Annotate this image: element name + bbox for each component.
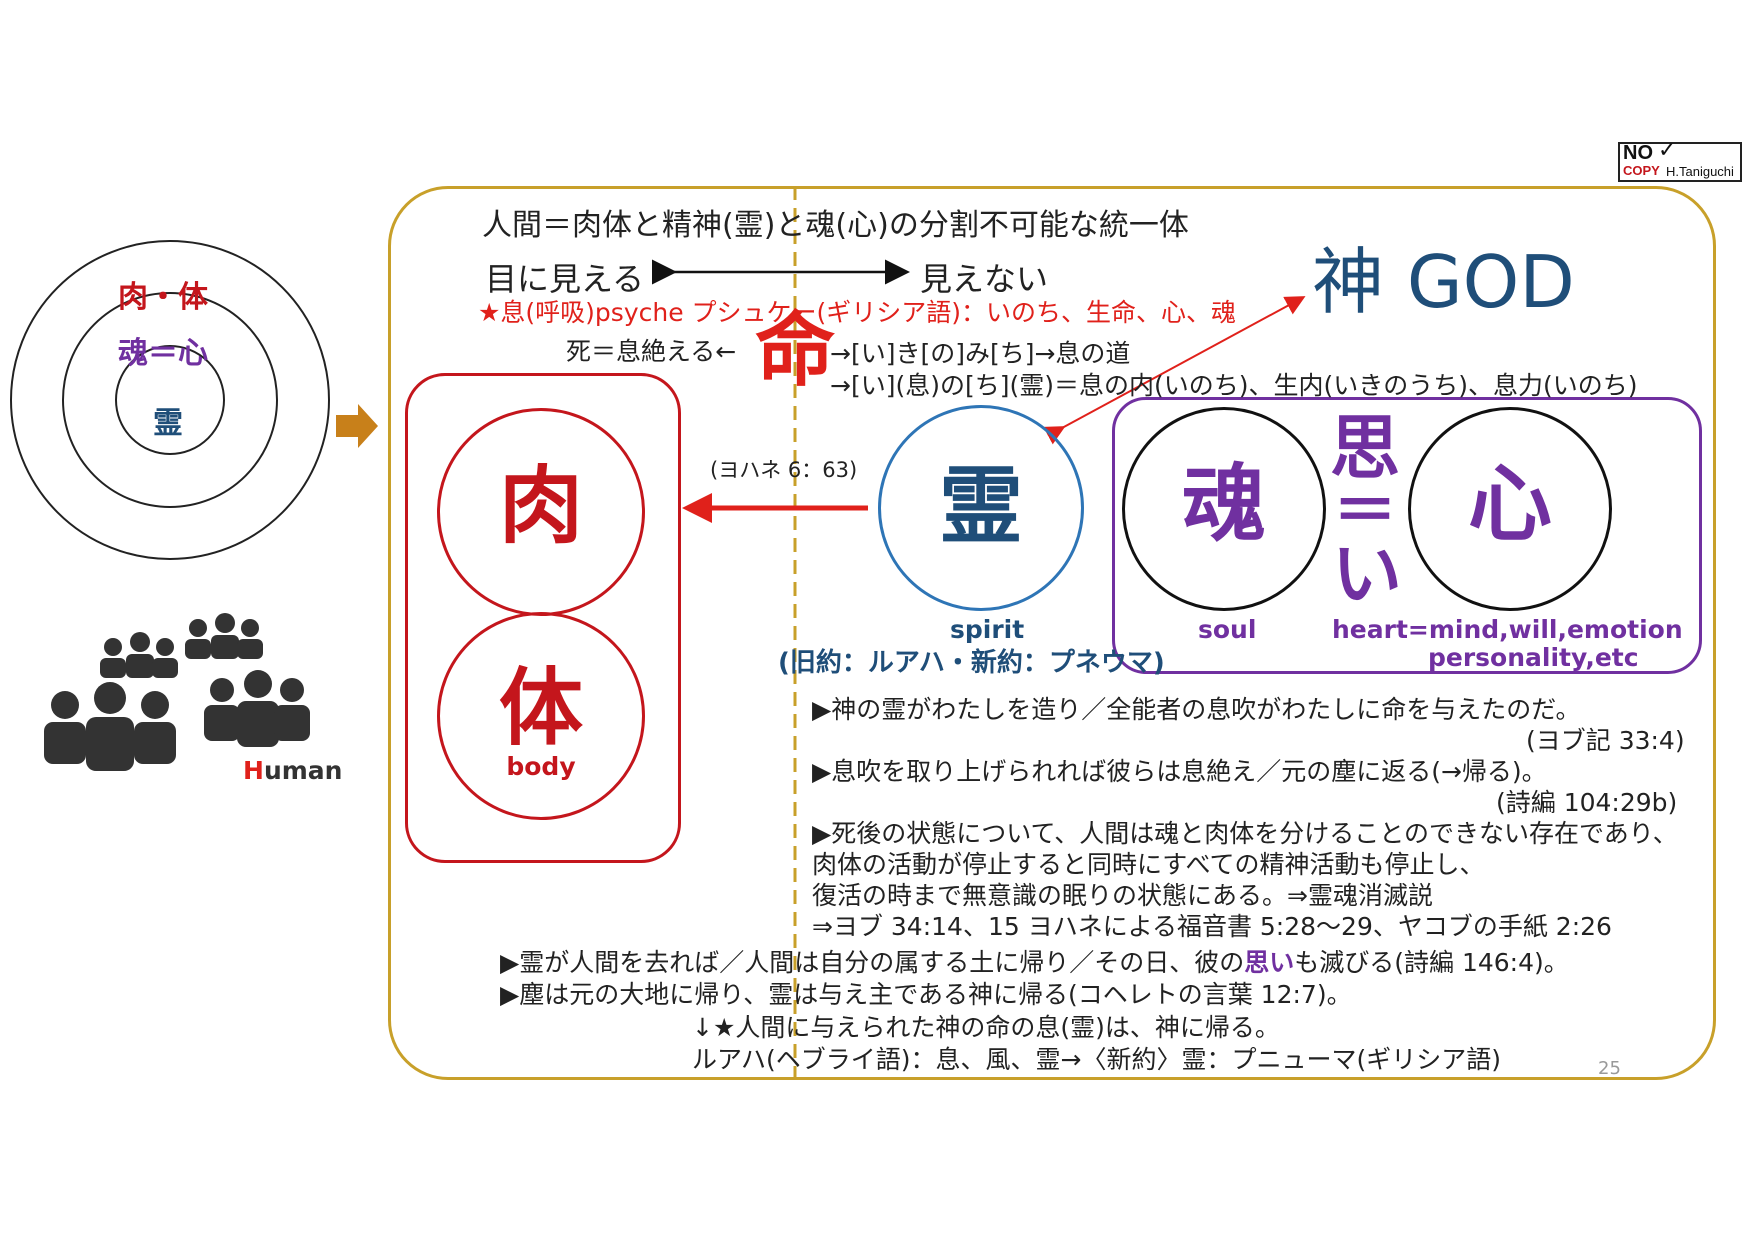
outer-circle-label: 肉・体 [118,280,208,315]
soul-heart-frame [1112,397,1702,674]
afterlife-line-4: ⇒ヨブ 34:14、15 ヨハネによる福音書 5:28～29、ヤコブの手紙 2:… [812,912,1612,941]
death-line: 死＝息絶える← [566,337,737,366]
quote-job-ref: (ヨブ記 33:4) [1526,726,1685,755]
body-circle [437,612,645,820]
bottom-line-1-post: も滅びる(詩編 146:4)。 [1294,948,1569,977]
bottom-line-3: ↓★人間に与えられた神の命の息(霊)は、神に帰る。 [692,1013,1280,1042]
inner-circle [115,345,225,455]
body-frame [405,373,681,863]
visible-label: 目に見える [485,260,645,298]
heart-label-1: heart=mind,will,emotion [1332,615,1683,644]
inner-circle-label: 霊 [153,406,183,441]
heart-circle [1408,407,1612,611]
bottom-line-1-pre: ▶霊が人間を去れば／人間は自分の属する土に帰り／その日、彼の [500,948,1245,977]
bottom-line-4: ルアハ(ヘブライ語)：息、風、霊→〈新約〉霊：プニューマ(ギリシア語) [692,1045,1501,1074]
heart-kanji: 心 [1467,455,1552,553]
quote-psalm: ▶息吹を取り上げられれば彼らは息絶え／元の塵に返る(→帰る)。 [812,757,1547,786]
logo-copy: COPY [1623,163,1660,178]
invisible-label: 見えない [920,260,1049,298]
flesh-kanji: 肉 [498,457,583,555]
human-label: Human [243,756,342,785]
bottom-line-1: ▶霊が人間を去れば／人間は自分の属する土に帰り／その日、彼の思いも滅びる(詩編 … [500,943,1569,979]
heart-label-2: personality,etc [1428,643,1639,672]
spirit-circle [878,405,1084,611]
middle-circle-label: 魂＝心 [118,336,208,371]
etymology-line-2: →[い](息)の[ち](霊)＝息の内(いのち)、生内(いきのうち)、息力(いのち… [830,371,1638,400]
main-frame [388,186,1716,1080]
spirit-sub-label: (旧約：ルアハ・新約：プネウマ) [778,648,1165,678]
omoi-bottom: い [1332,533,1402,615]
logo-no: NO [1623,142,1653,164]
quote-job: ▶神の霊がわたしを造り／全能者の息吹がわたしに命を与えたのだ。 [812,695,1581,724]
middle-circle [62,292,278,508]
john-reference: (ヨハネ 6：63) [710,458,858,482]
soul-circle [1122,407,1326,611]
spirit-kanji: 霊 [938,457,1023,555]
god-label: 神 GOD [1312,240,1575,324]
spirit-label: spirit [950,615,1025,644]
page-number: 25 [1598,1058,1621,1079]
bottom-line-2: ▶塵は元の大地に帰り、霊は与え主である神に帰る(コヘレトの言葉 12:7)。 [500,980,1352,1009]
outer-circle [10,240,330,560]
human-label-rest: uman [263,756,343,785]
inochi-kanji: 命 [755,304,835,397]
quote-psalm-ref: (詩編 104:29b) [1496,788,1678,817]
afterlife-line-3: 復活の時まで無意識の眠りの状態にある。⇒霊魂消滅説 [812,881,1433,910]
omoi-equals: ＝ [1333,475,1397,549]
etymology-line-1: →[い]き[の]み[ち]→息の道 [830,339,1131,368]
logo-author: H.Taniguchi [1666,164,1734,179]
soul-kanji: 魂 [1181,455,1266,553]
breath-line: ★息(呼吸)psyche プシュケー(ギリシア語)：いのち、生命、心、魂 [478,298,1237,327]
body-kanji: 体 [498,659,583,757]
omoi-top: 思 [1330,407,1400,489]
body-label: body [506,752,576,781]
afterlife-line-1: ▶死後の状態について、人間は魂と肉体を分けることのできない存在であり、 [812,819,1678,848]
afterlife-line-2: 肉体の活動が停止すると同時にすべての精神活動も停止し、 [812,850,1485,879]
page-title: 人間＝肉体と精神(霊)と魂(心)の分割不可能な統一体 [482,208,1189,243]
human-label-h: H [243,756,264,785]
no-copy-logo: NO ✓ COPY H.Taniguchi [1618,138,1742,182]
omoi-highlight: 思い [1244,948,1295,977]
soul-label: soul [1198,615,1257,644]
check-icon: ✓ [1658,138,1677,163]
